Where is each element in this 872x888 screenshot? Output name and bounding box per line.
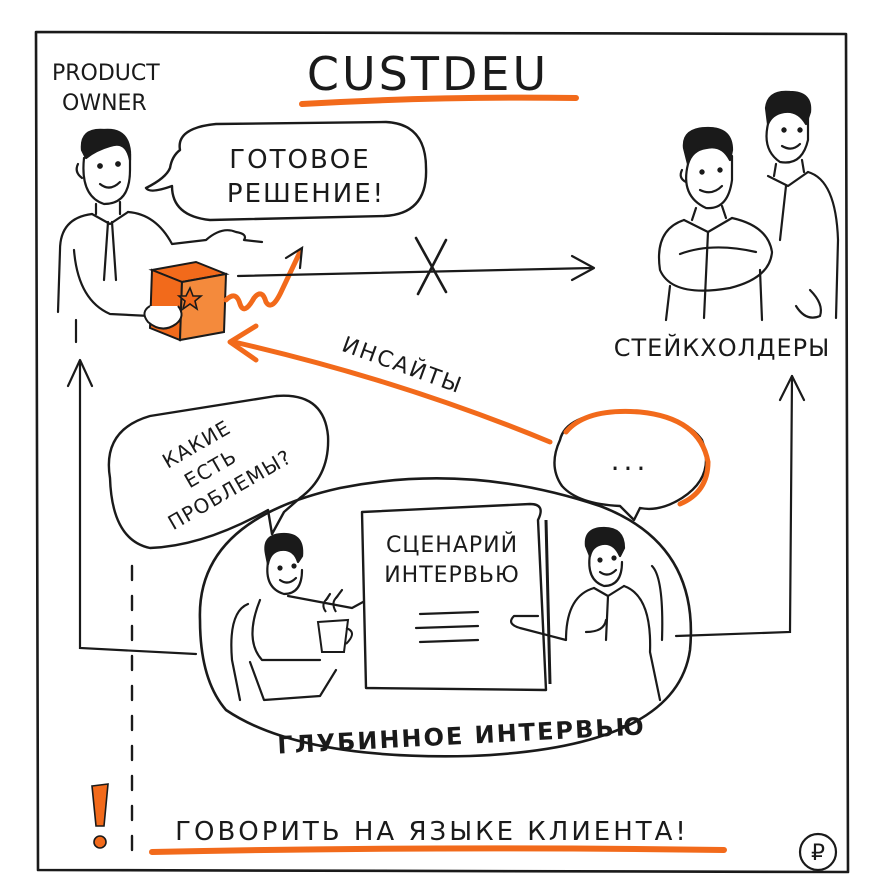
title-underline [299,94,579,107]
answer-bubble-text: ... [611,444,650,477]
answer-bubble-accent [563,408,711,507]
blocked-arrowhead [570,254,596,282]
right-feedback-arrow [674,374,794,638]
po-speech-line1: ГОТОВОЕ [229,145,370,175]
bottom-note: ГОВОРИТЬ НА ЯЗЫКЕ КЛИЕНТА! [175,817,689,847]
script-title-line2: ИНТЕРВЬЮ [384,563,520,588]
product-owner-label-line1: PRODUCT [52,61,160,86]
interview-script-sheet [360,502,548,692]
po-speech-bubble [144,120,428,222]
rouble-sign: ₽ [811,841,825,866]
script-title-line1: СЦЕНАРИЙ [386,532,518,558]
frame-border [34,30,850,874]
product-owner-figure [56,128,264,344]
product-owner-hand [143,305,183,330]
left-feedback-arrowhead [66,358,94,388]
stakeholders-figures [658,90,840,322]
script-sheet-edge [544,519,552,685]
deep-interview-label: ГЛУБИННОЕ ИНТЕРВЬЮ [277,712,647,759]
product-owner-label-line2: OWNER [62,91,147,116]
po-speech-line2: РЕШЕНИЕ! [227,179,385,209]
script-text-lines [414,610,480,644]
ribbon-arrowhead [284,245,304,270]
page-title: CUSTDEU [307,47,549,101]
star-icon [176,286,204,311]
exclamation-icon [91,783,109,849]
insights-arrowhead [227,323,259,363]
stakeholders-label: СТЕЙКХОЛДЕРЫ [614,333,831,362]
respondent-figure [510,526,664,702]
interview-ellipse [198,477,693,758]
cross-icon [414,236,448,296]
left-feedback-arrow [78,360,198,656]
right-feedback-arrowhead [778,374,806,402]
product-ribbon [223,249,303,312]
bottom-note-underline [149,845,727,855]
insights-arrow [231,339,553,445]
rouble-icon: ₽ [798,832,838,872]
blocked-arrow [236,266,594,278]
coffee-cup [316,595,353,653]
